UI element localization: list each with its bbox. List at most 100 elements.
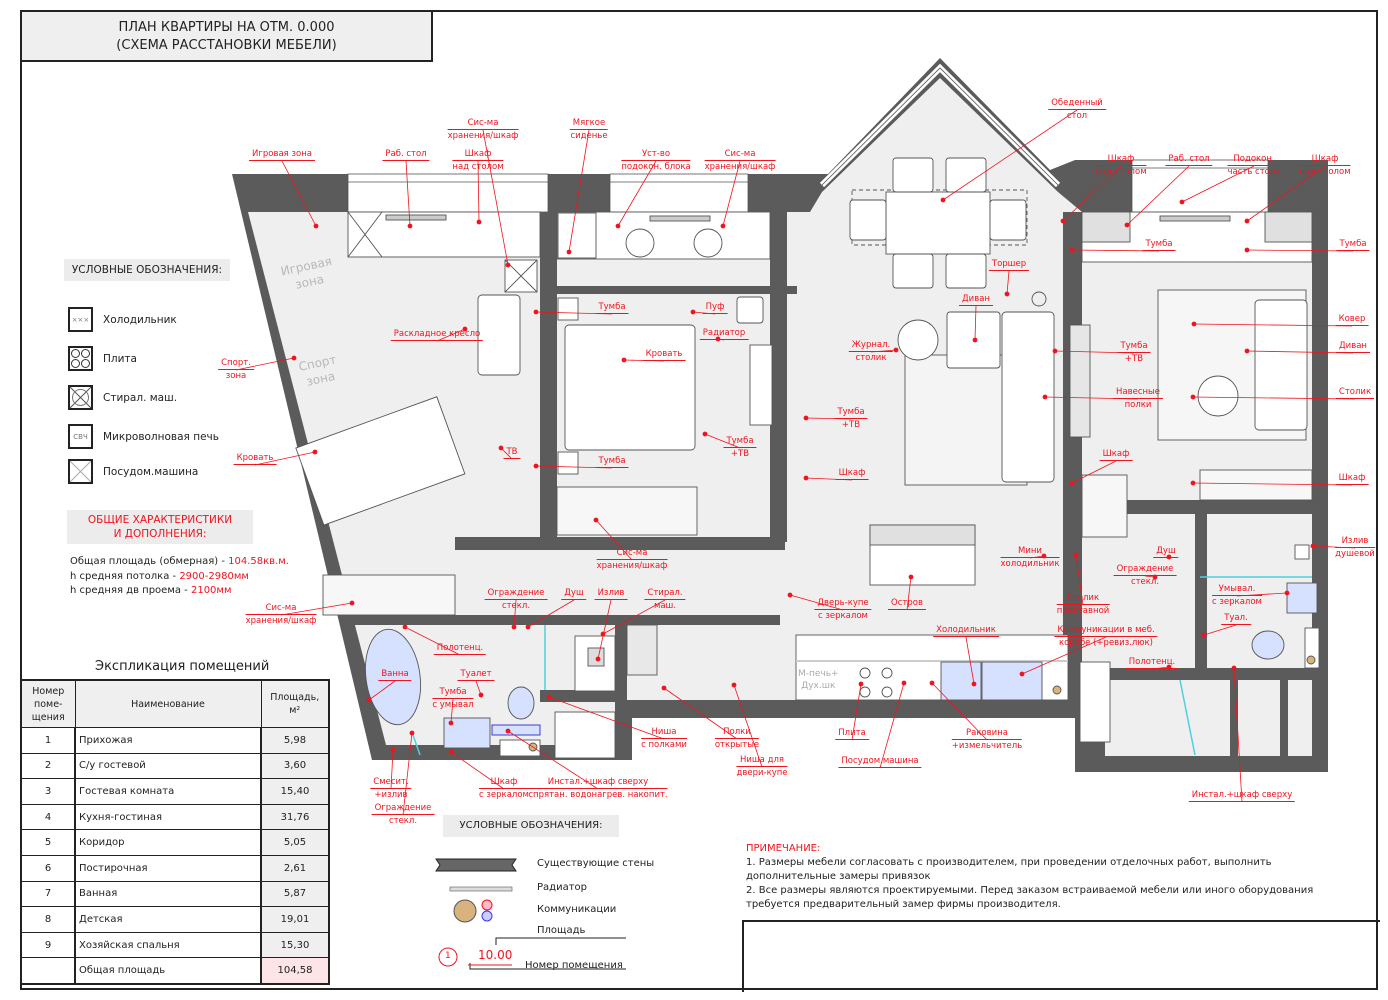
room-number: 6 [20,854,76,882]
leader-dot [313,223,319,229]
room-area: 31,76 [260,803,330,831]
annotation-text: Холодильник [933,624,999,637]
legend-room-number-label: Номер помещения [525,960,623,971]
annotation-text: ТВ [503,446,521,459]
header-name: Наименование [74,679,262,728]
room-number: 1 [20,727,76,754]
annotation-text: Излив [594,587,628,600]
room-area: 15,40 [260,778,330,805]
annotation-label: Умывал.с зеркалом [1212,583,1262,608]
fridge-icon: ××× [68,307,93,332]
leader-line [595,519,633,561]
room-area: 5,05 [260,829,330,856]
leader-dot [566,249,572,255]
leader-dot [702,431,708,437]
annotation-text: Тумба [595,455,629,468]
door-value: 2100мм [190,585,232,596]
annotation-text: Тумба [1336,238,1370,251]
leader-line [789,594,844,611]
annotation-label: Столик [1335,386,1375,399]
annotation-text: Спорт.зона [218,357,254,382]
annotation-label: Раковина+измельчитель [951,727,1023,752]
leader-dot [1244,218,1250,224]
room-number: 3 [20,778,76,805]
leader-dot [505,728,511,734]
annotation-label: Журнал.столик [848,339,894,364]
annotation-text: Подокон.часть стола [1227,154,1281,177]
annotation-text: Посудом.машина [838,755,922,768]
leader-dot [1284,590,1290,596]
annotation-label: Спорт.зона [218,357,254,382]
leader-line [568,129,590,253]
annotation-text: Смесит.+излив [370,776,412,801]
leader-line [404,626,461,656]
leader-dot [720,223,726,229]
room-number: 9 [20,931,76,959]
leader-line [1192,396,1356,400]
leader-line [879,682,905,769]
explication-table: Номер поме- щения Наименование Площадь, … [20,679,330,985]
annotation-text: Полотенц. [1125,656,1179,669]
leader-line [477,160,480,223]
annotation-label: ТВ [503,446,521,459]
leader-dot [1244,247,1250,253]
room-number: 4 [20,803,76,831]
drawing-title: ПЛАН КВАРТИРЫ НА ОТМ. 0.000 (СХЕМА РАССТ… [20,10,433,62]
leader-line [235,357,295,371]
room-area: 5,98 [260,727,330,754]
annotation-label: Шкаф [835,467,869,480]
leader-dot [1073,552,1079,558]
leader-dot [803,415,809,421]
title-line-1: ПЛАН КВАРТИРЫ НА ОТМ. 0.000 [118,20,335,35]
leader-dot [661,685,667,691]
legend-item-dishwasher: Посудом.машина [68,459,198,484]
room-area: 15,30 [260,931,330,959]
leader-line [450,698,454,724]
annotation-label: Излив [594,587,628,600]
annotation-text: Диван [1336,340,1370,353]
header-area: Площадь, м² [260,679,330,728]
room-number: 8 [20,906,76,933]
leader-dot [478,692,484,698]
leader-dot [593,517,599,523]
annotation-text: Столик [1335,386,1375,399]
room-name: Ванная [74,880,262,908]
leader-line [254,451,316,466]
total-row: Общая площадь 104,58 [20,957,330,985]
annotation-label: Тумба [595,455,629,468]
annotation-text: Полотенц. [433,642,487,655]
room-area: 2,61 [260,854,330,882]
room-name: Детская [74,906,262,933]
legend-area-label: Площадь [537,925,586,936]
leader-dot [1190,480,1196,486]
annotation-text: Тумба+ТВ [723,435,757,460]
leader-line [280,602,353,616]
annotation-label: Тумба [1142,238,1176,251]
glass-partitions [412,576,1312,756]
annotation-text: Раскладное кресло [390,328,484,341]
annotation-text: Радиатор [699,327,749,340]
annotation-text: Диван [959,293,993,306]
hot-water-icon [481,899,493,911]
